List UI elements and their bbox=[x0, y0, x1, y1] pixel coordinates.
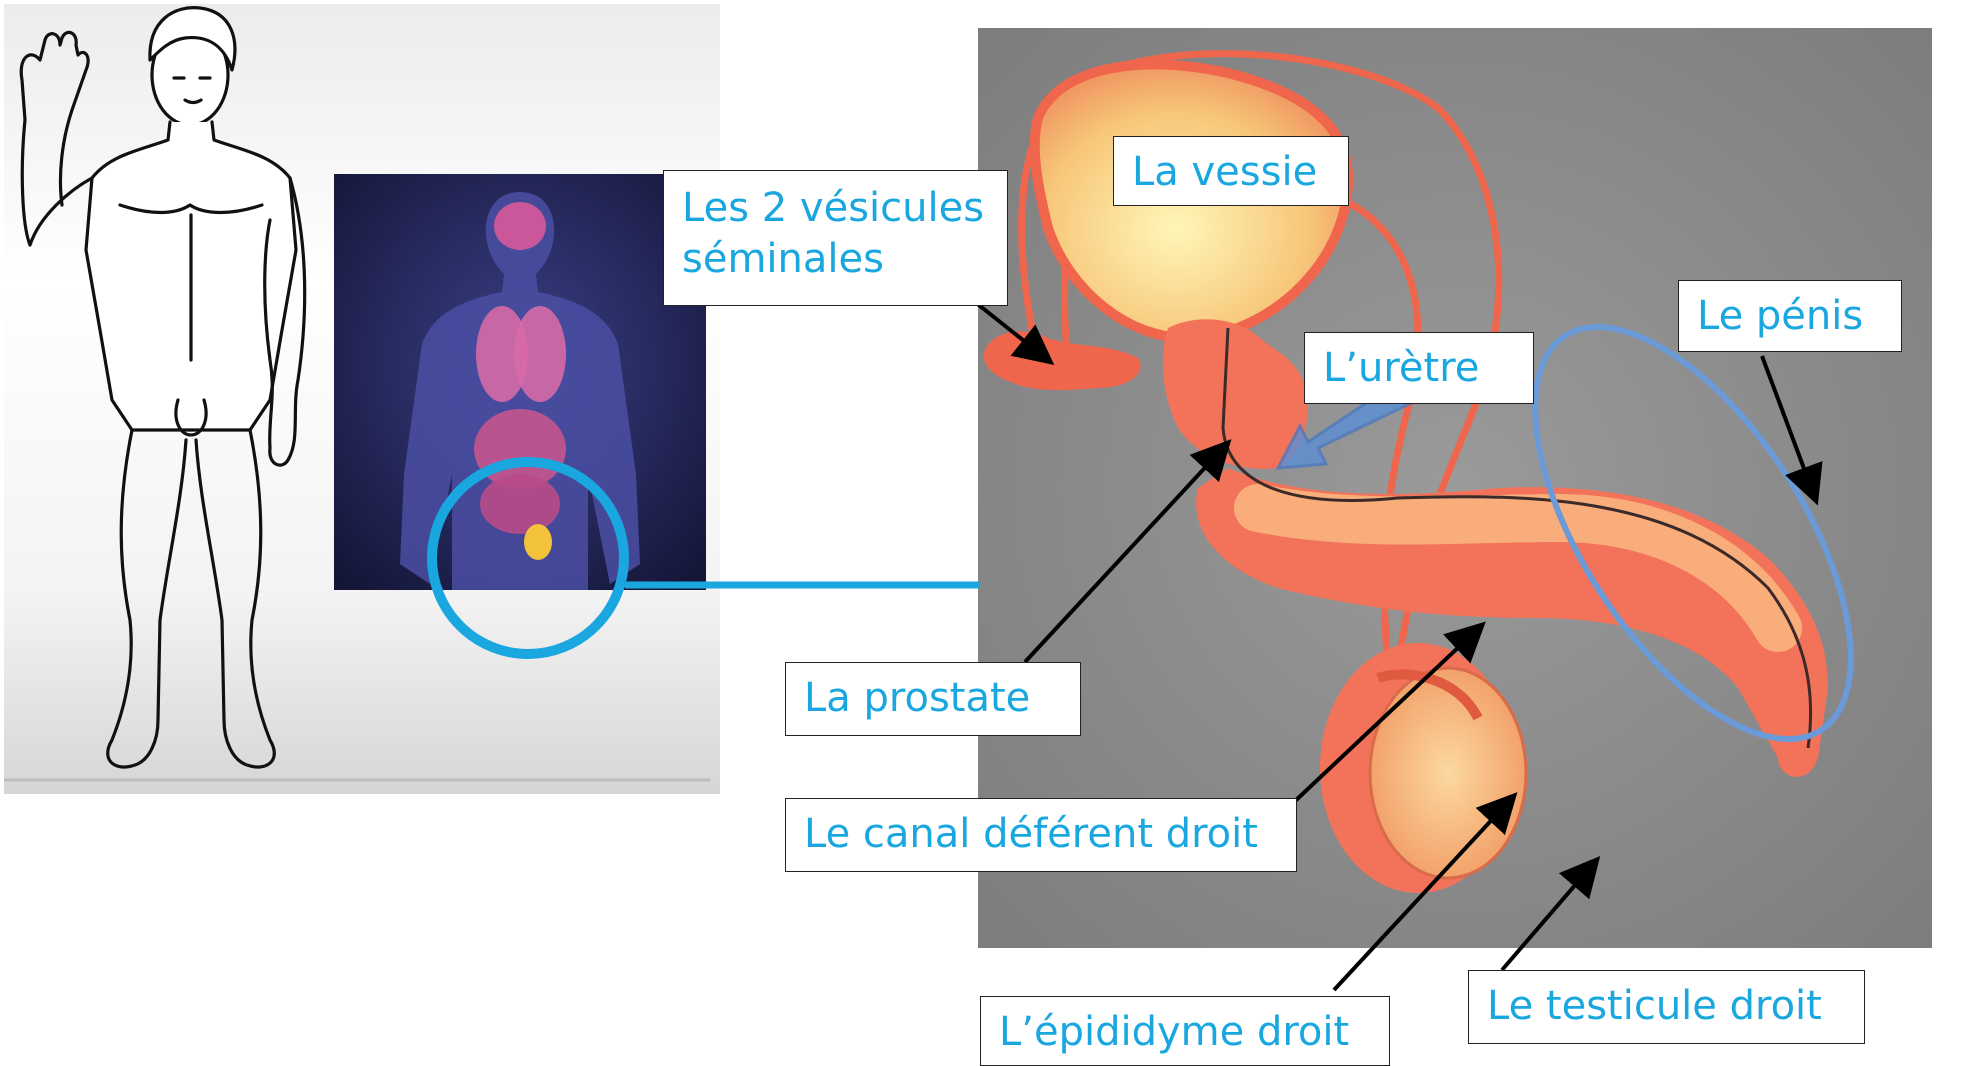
label-prostate: La prostate bbox=[785, 662, 1081, 736]
label-vesicules-line1: Les 2 vésicules bbox=[682, 183, 989, 234]
label-epididyme-droit: L’épididyme droit bbox=[980, 996, 1390, 1066]
label-uretre: L’urètre bbox=[1304, 332, 1534, 404]
label-canal-deferent-droit: Le canal déférent droit bbox=[785, 798, 1297, 872]
label-penis: Le pénis bbox=[1678, 280, 1902, 352]
label-testicule-droit: Le testicule droit bbox=[1468, 970, 1865, 1044]
arrow-penis bbox=[1762, 356, 1815, 498]
label-vesicules-seminales: Les 2 vésicules séminales bbox=[663, 170, 1008, 306]
arrow-prostate bbox=[1025, 445, 1226, 662]
arrow-epididyme bbox=[1334, 798, 1512, 990]
arrow-canal bbox=[1294, 627, 1480, 802]
arrow-testicule bbox=[1502, 862, 1595, 970]
label-vesicules-line2: séminales bbox=[682, 234, 989, 285]
label-vessie: La vessie bbox=[1113, 136, 1349, 206]
